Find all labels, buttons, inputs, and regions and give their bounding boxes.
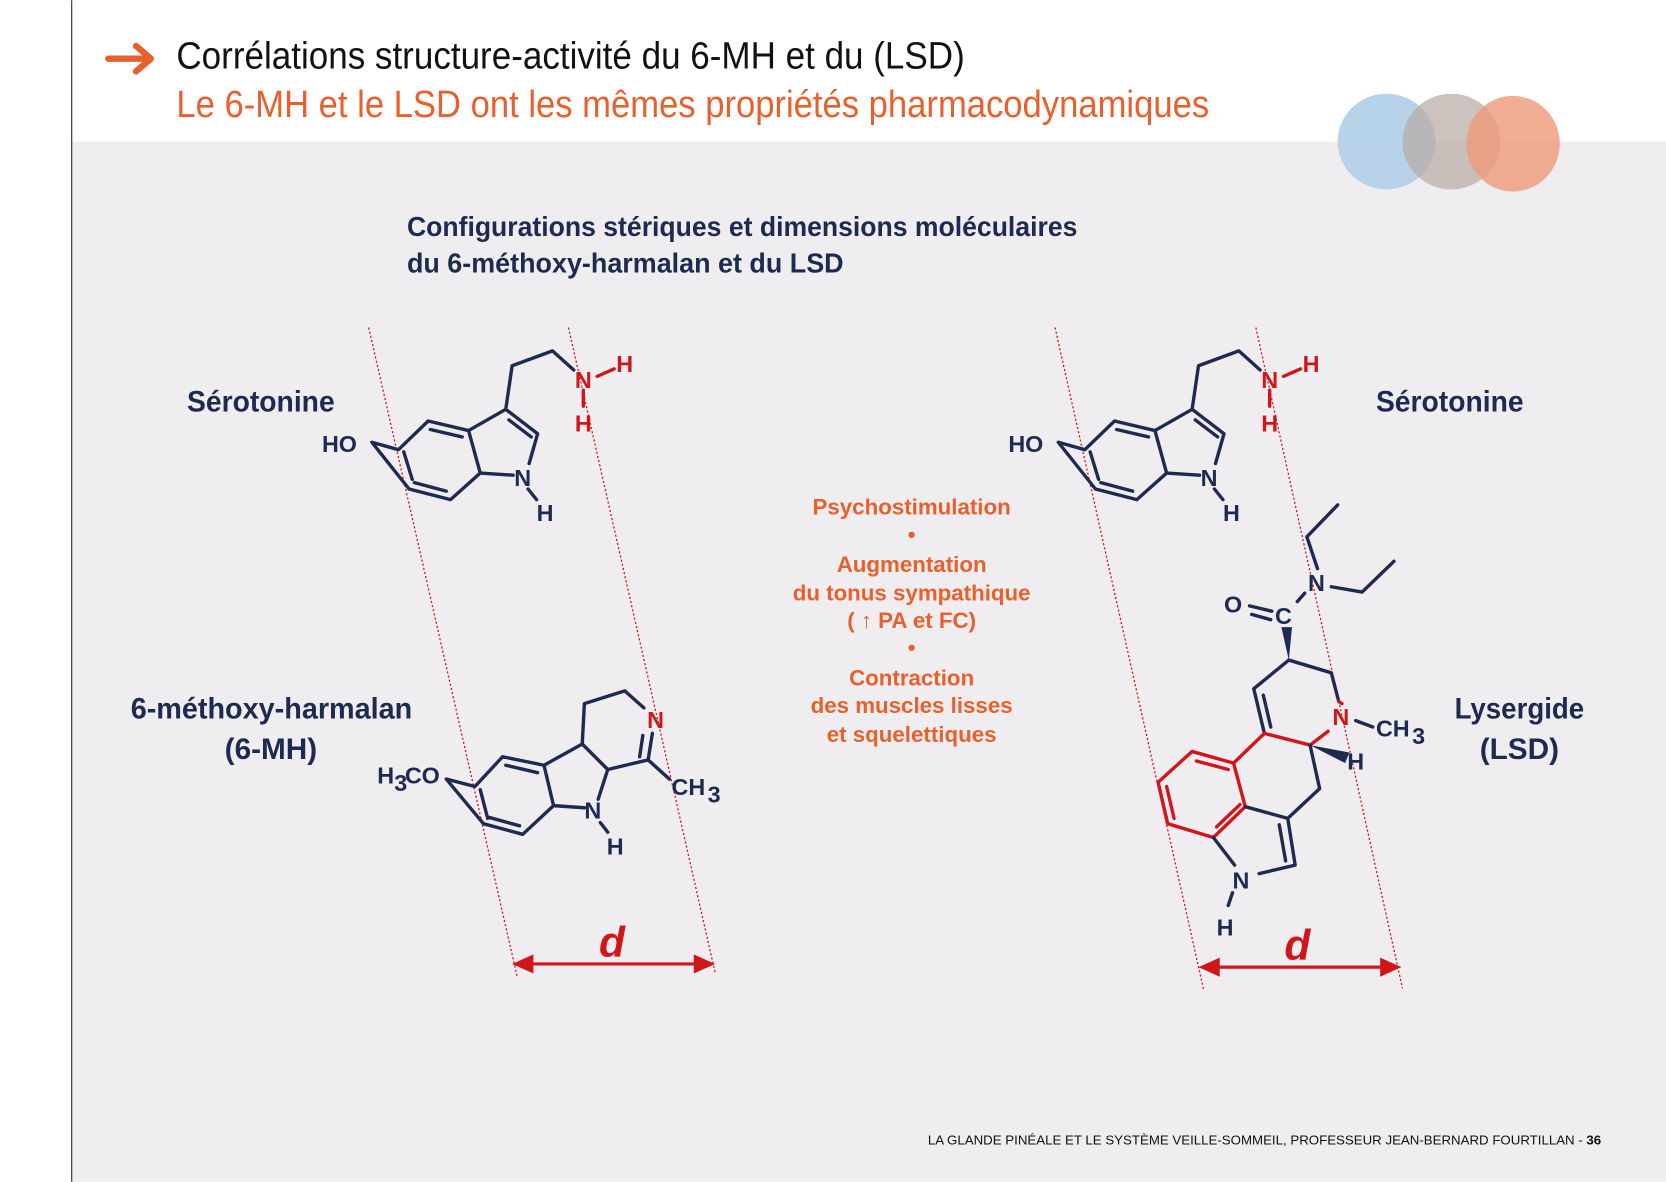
label-lsd-abbr: (LSD) xyxy=(1480,733,1559,766)
atom-n-indole: N xyxy=(1233,868,1250,894)
subscript: 3 xyxy=(394,770,407,796)
label-6-mh-abbr: (6-MH) xyxy=(225,733,318,766)
footer: LA GLANDE PINÉALE ET LE SYSTÈME VEILLE-S… xyxy=(928,1133,1601,1148)
atom-h: H xyxy=(607,834,624,860)
6-mh-structure: H 3 CO N CH 3 N H xyxy=(377,689,721,860)
effect-text: ( ↑ PA et FC) xyxy=(847,608,976,633)
atom-h-amine: H xyxy=(1261,411,1278,437)
atom-n-methyl: N xyxy=(1332,704,1349,730)
atom-co: CO xyxy=(405,762,440,788)
atom-n-amide: N xyxy=(1308,570,1325,596)
label-serotonin-right: Sérotonine xyxy=(1376,385,1524,418)
effects-list: Psychostimulation • Augmentation du tonu… xyxy=(793,495,1031,747)
figure-heading-line1: Configurations stériques et dimensions m… xyxy=(407,211,1077,242)
page-number: 36 xyxy=(1586,1133,1601,1148)
atom-n: N xyxy=(584,797,601,823)
effect-text: Psychostimulation xyxy=(813,495,1011,520)
atom-h-amine: H xyxy=(575,411,592,437)
distance-label-left: d xyxy=(599,920,626,967)
subscript: 3 xyxy=(708,781,721,807)
label-6-mh: 6-méthoxy-harmalan xyxy=(131,693,413,726)
subscript: 3 xyxy=(1412,723,1425,749)
content-background xyxy=(71,141,1666,1182)
atom-n: N xyxy=(514,465,531,491)
atom-h: H xyxy=(1217,914,1234,940)
logo-circles xyxy=(1337,93,1560,192)
atom-h: H xyxy=(1223,500,1240,526)
atom-h: H xyxy=(537,500,554,526)
atom-ho: HO xyxy=(322,431,357,457)
atom-n-pyridine: N xyxy=(647,707,664,733)
atom-ch3: CH xyxy=(1376,716,1410,742)
effect-text: des muscles lisses xyxy=(811,693,1013,718)
atom-c: C xyxy=(1275,603,1292,629)
serotonin-structure-left: HO N H N H H xyxy=(322,349,633,526)
serotonin-structure-right: HO N H N H H xyxy=(1008,349,1320,526)
atom-o: O xyxy=(1224,591,1242,617)
label-lysergide: Lysergide xyxy=(1455,693,1585,726)
atom-ho: HO xyxy=(1008,431,1043,457)
effect-text: Augmentation xyxy=(837,552,987,577)
arrow-right-icon xyxy=(105,42,155,75)
distance-arrow-right xyxy=(1198,957,1402,977)
bullet: • xyxy=(908,635,916,660)
atom-n-amine: N xyxy=(1261,367,1278,393)
effect-text: et squelettiques xyxy=(827,722,997,747)
lsd-structure: O C N N CH 3 H N H xyxy=(1156,503,1425,940)
atom-h3co: H xyxy=(377,762,394,788)
atom-n-amine: N xyxy=(575,367,592,393)
atom-h-amine: H xyxy=(616,351,633,377)
distance-label-right: d xyxy=(1284,923,1311,970)
page-subtitle: Le 6-MH et le LSD ont les mêmes propriét… xyxy=(176,83,1209,126)
page-title: Corrélations structure-activité du 6-MH … xyxy=(176,34,964,77)
distance-arrow-left xyxy=(512,954,716,974)
atom-h: H xyxy=(1347,749,1364,775)
bullet: • xyxy=(908,522,916,547)
effect-text: Contraction xyxy=(849,666,974,691)
label-serotonin-left: Sérotonine xyxy=(187,385,335,418)
atom-n: N xyxy=(1201,465,1218,491)
guide-lines xyxy=(368,327,1404,991)
figure-heading-line2: du 6-méthoxy-harmalan et du LSD xyxy=(407,247,844,278)
footer-text: LA GLANDE PINÉALE ET LE SYSTÈME VEILLE-S… xyxy=(928,1133,1587,1148)
atom-h-amine: H xyxy=(1303,351,1320,377)
effect-text: du tonus sympathique xyxy=(793,581,1031,606)
atom-ch3: CH xyxy=(672,774,706,800)
